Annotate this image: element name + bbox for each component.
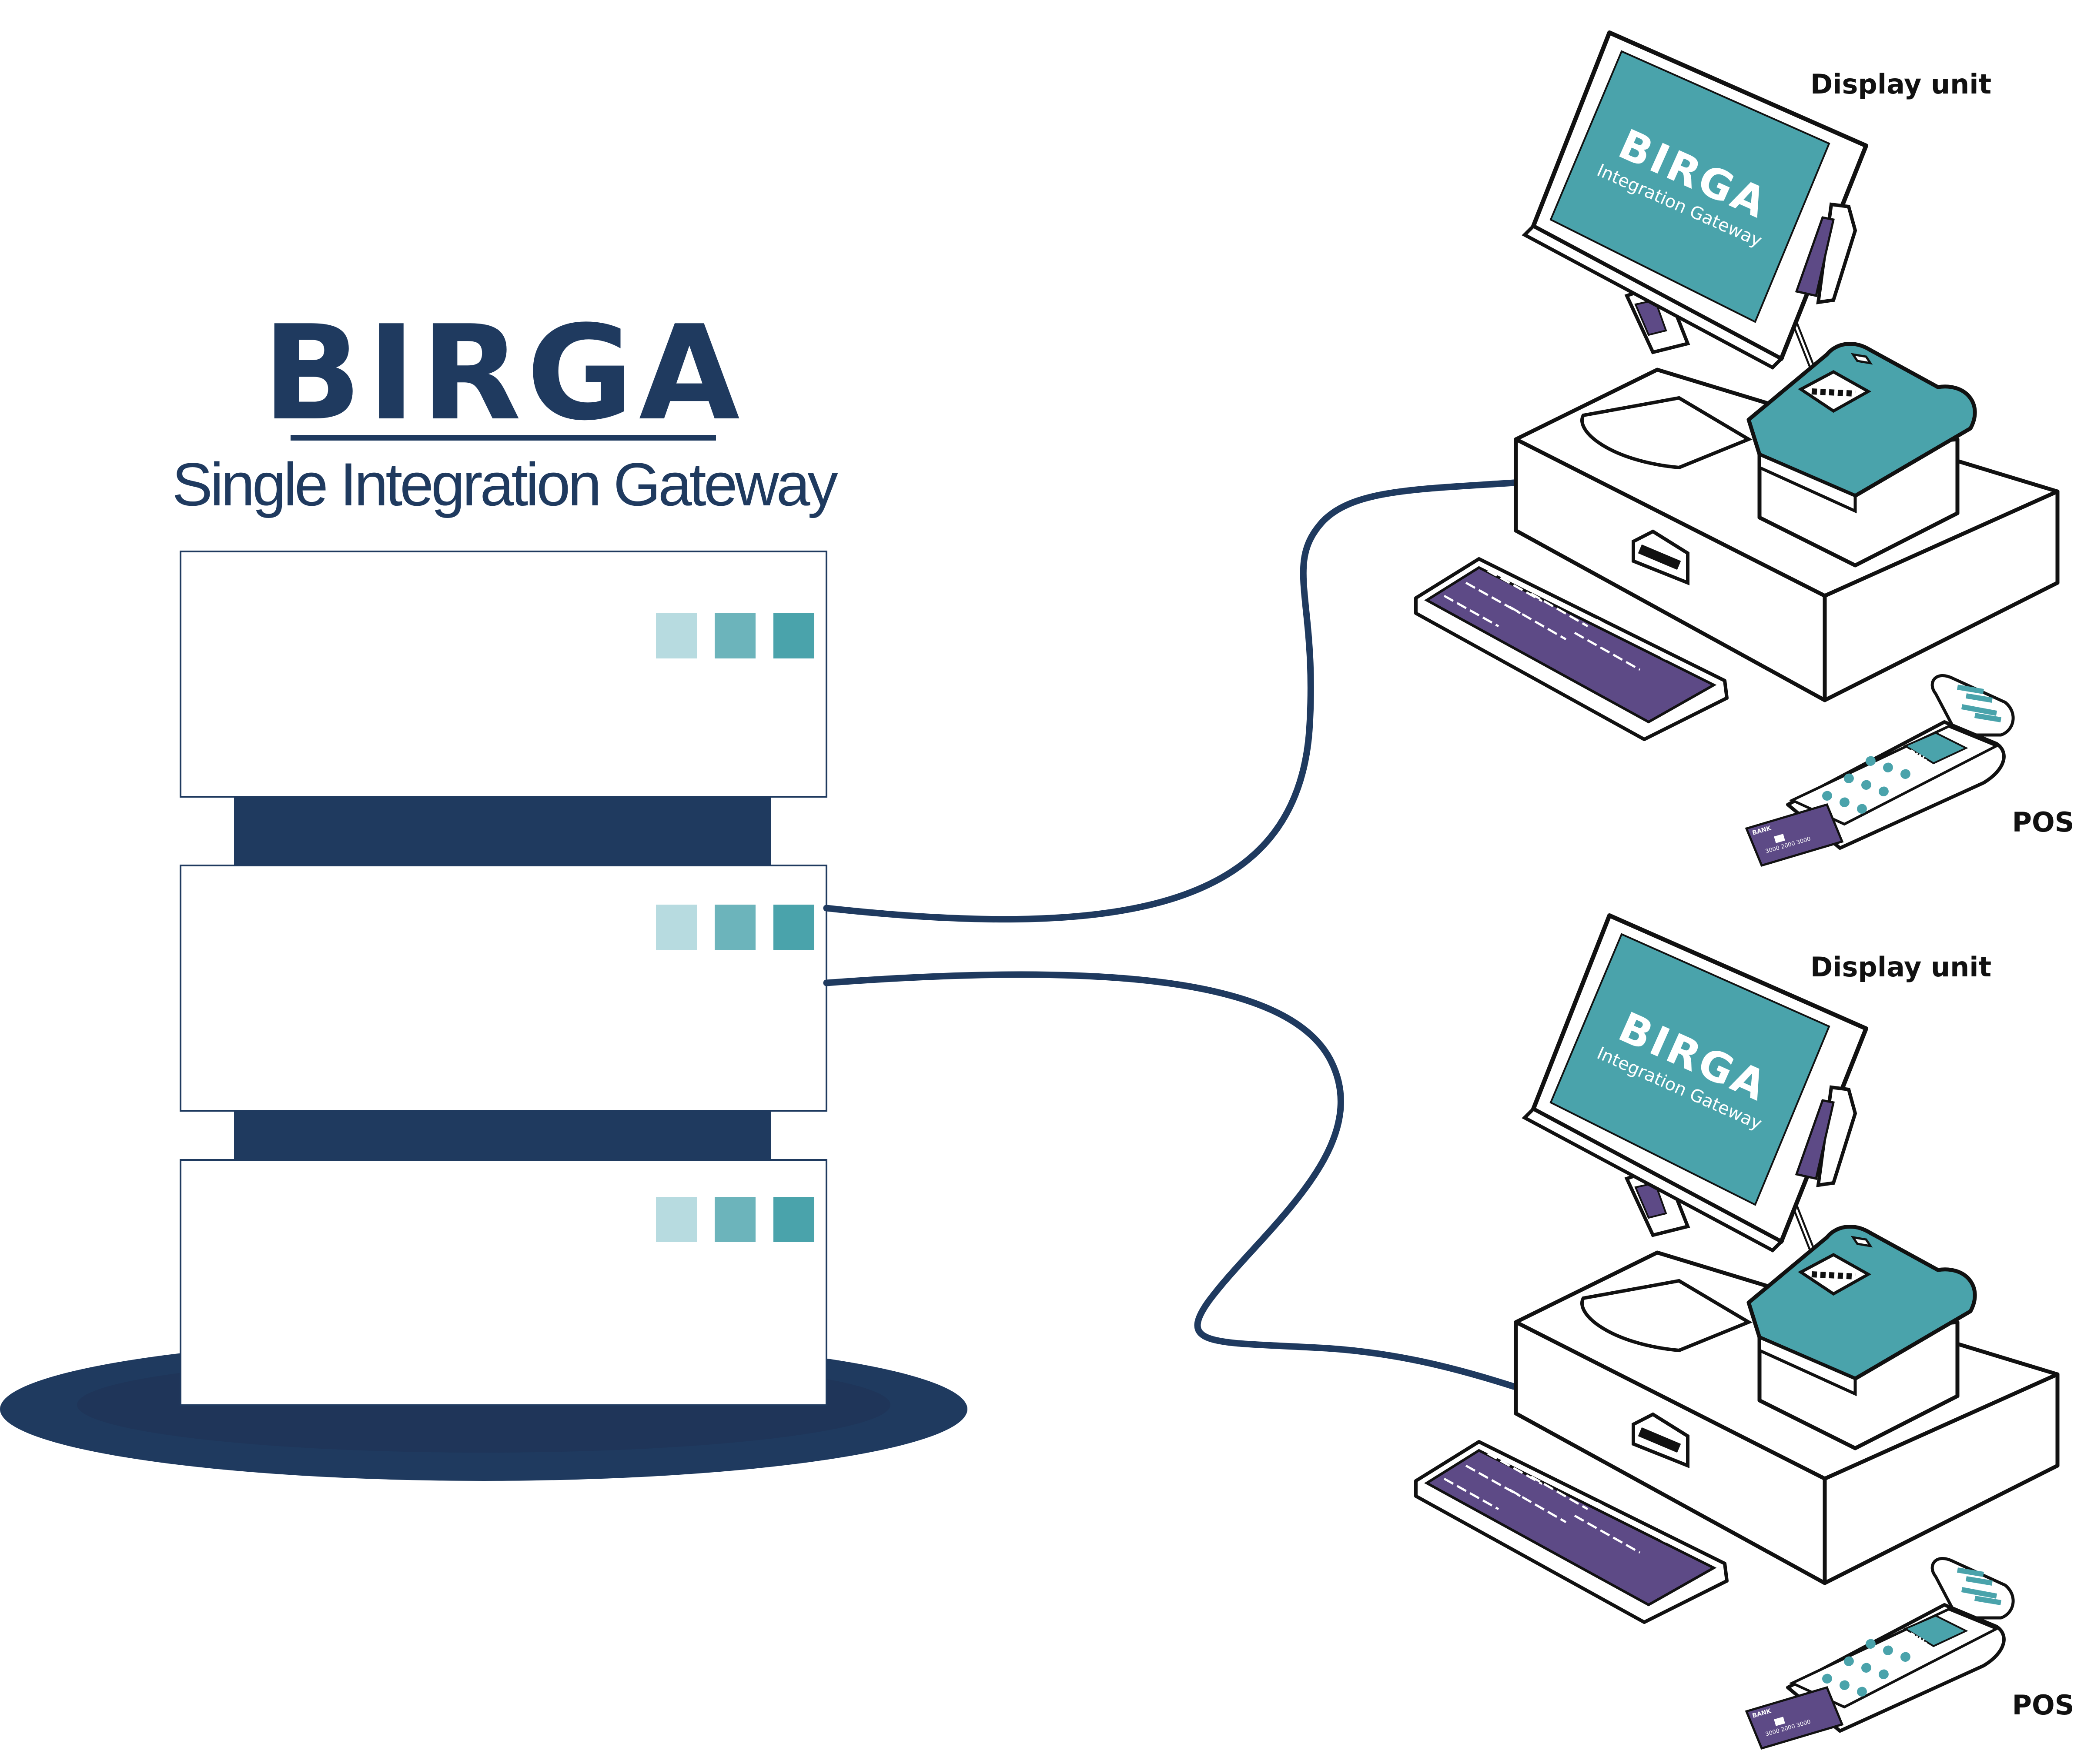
server-stack: [0, 551, 967, 1481]
server-unit-3: [180, 1159, 827, 1406]
status-light-3: [773, 613, 814, 658]
cable-top: [823, 479, 1517, 923]
server-unit-2: [180, 865, 827, 1112]
display-unit-label: Display unit: [1810, 68, 1991, 100]
status-light-1: [656, 1197, 697, 1242]
server-connector-top: [234, 796, 771, 866]
status-light-2: [715, 1197, 756, 1242]
display-unit-label: Display unit: [1810, 951, 1991, 983]
status-light-3: [773, 905, 814, 950]
status-light-2: [715, 905, 756, 950]
server-connector-bottom: [234, 1111, 771, 1160]
status-light-1: [656, 613, 697, 658]
brand-title: BIRGA: [262, 297, 745, 449]
brand-subtitle: Single Integration Gateway: [172, 450, 838, 518]
status-light-3: [773, 1197, 814, 1242]
cable-bottom: [823, 971, 1517, 1390]
server-unit-1: [180, 551, 827, 798]
status-light-1: [656, 905, 697, 950]
brand-underline: [291, 435, 716, 441]
pos-label: POS: [2012, 1689, 2074, 1721]
terminal-2: BIRGA Integration Gateway PIN: BANK 3000…: [1416, 915, 2074, 1748]
terminal-1: BIRGA Integration Gateway PIN: BANK 3000…: [1416, 33, 2074, 865]
status-light-2: [715, 613, 756, 658]
pos-label: POS: [2012, 806, 2074, 838]
